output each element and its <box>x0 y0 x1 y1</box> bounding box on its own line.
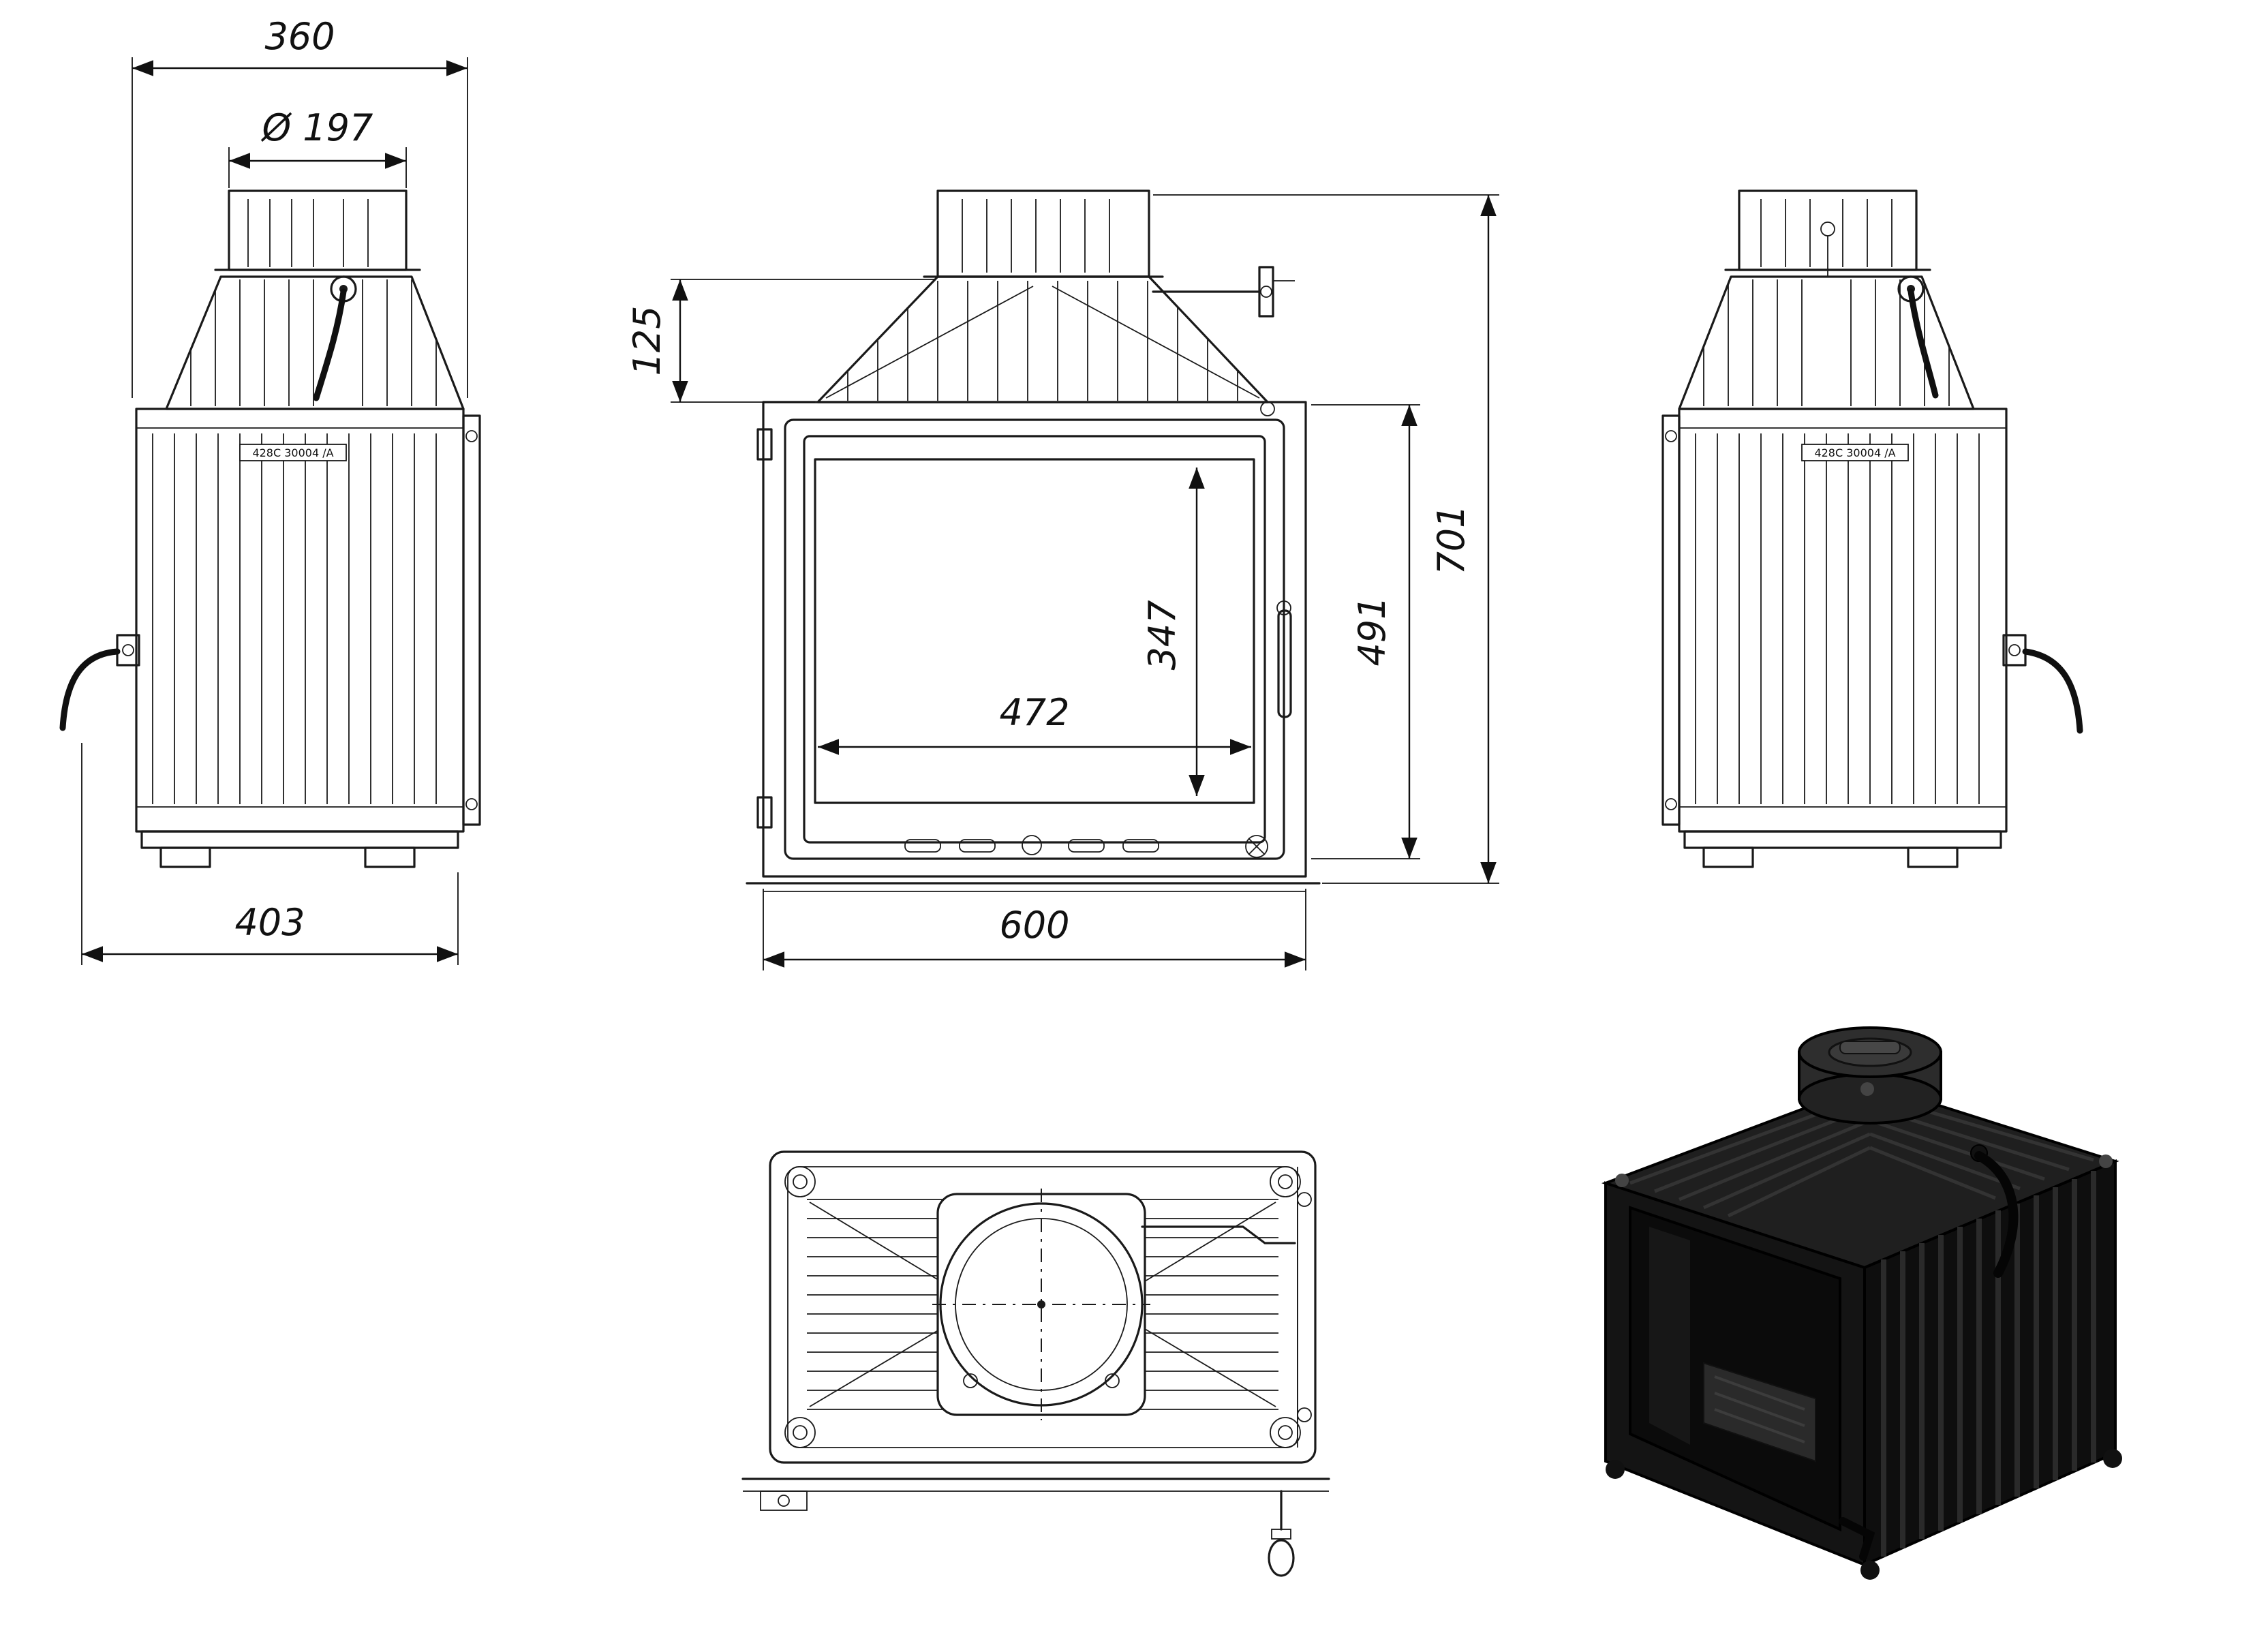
iso-door-handle <box>1839 1517 1875 1561</box>
top-view <box>741 1150 1330 1577</box>
dim-glass-height-label: 347 <box>1141 600 1184 670</box>
door-frame <box>756 401 1307 878</box>
door-handle-left <box>59 634 140 731</box>
damper-lever <box>1897 275 1939 399</box>
base <box>1683 830 2002 868</box>
hood <box>165 275 465 410</box>
dim-hood-height-label: 125 <box>626 305 669 376</box>
diagonal-braces <box>809 1202 1276 1407</box>
dim-flue-diameter: Ø 197 <box>228 106 407 188</box>
dim-total-height: 701 <box>1153 194 1499 884</box>
iso-grate <box>1703 1362 1816 1463</box>
door-latch-handle <box>1276 600 1292 718</box>
dim-hood-height: 125 <box>626 279 935 403</box>
dim-glass-height: 347 <box>1141 468 1205 796</box>
side-view-left: 428C 30004 /A 360 Ø 197 <box>59 15 481 965</box>
body-fins <box>1695 433 1980 804</box>
dim-glass-width-label: 472 <box>999 691 1069 734</box>
corner-bolts <box>784 1166 1301 1448</box>
body-fins <box>152 433 437 804</box>
rating-plate-label-right: 428C 30004 /A <box>1814 446 1895 459</box>
iso-details <box>1606 1082 2122 1580</box>
damper-lever <box>313 275 357 401</box>
flue-collar <box>923 189 1164 278</box>
flue-flange <box>932 1189 1150 1420</box>
rating-plate-label-left: 428C 30004 /A <box>252 446 333 459</box>
dim-body-height-label: 491 <box>1351 596 1394 666</box>
dim-side-depth-label: 403 <box>234 901 305 944</box>
front-view: 125 347 472 491 701 <box>626 189 1499 970</box>
hood <box>1678 275 1975 410</box>
side-bracket <box>1297 1167 1312 1448</box>
hinge-top <box>756 428 773 461</box>
door-handle-right <box>2002 634 2083 734</box>
base <box>140 830 459 868</box>
damper-rod-top <box>1141 1225 1296 1244</box>
damper-rod <box>1152 266 1295 318</box>
hinge-bottom <box>756 796 773 829</box>
dim-glass-width: 472 <box>818 691 1251 755</box>
iso-damper-handle <box>1970 1144 2019 1278</box>
dim-front-width: 600 <box>763 889 1306 970</box>
pull-knob <box>1268 1490 1295 1577</box>
dim-front-width-label: 600 <box>999 904 1069 947</box>
dim-total-height-label: 701 <box>1430 504 1473 575</box>
glass-pane <box>814 458 1255 804</box>
dim-top-width: 360 <box>132 15 468 398</box>
body: 428C 30004 /A <box>1661 408 2008 833</box>
flue-stub <box>1724 189 1931 277</box>
iso-side-fins <box>1881 1171 2096 1557</box>
air-vents <box>904 835 1268 858</box>
base-plate <box>746 882 1321 892</box>
body: 428C 30004 /A <box>135 408 481 833</box>
isometric-view <box>1601 1026 2122 1580</box>
dim-flue-diameter-label: Ø 197 <box>261 106 373 149</box>
hood <box>816 275 1275 416</box>
iso-glass-reflection <box>1649 1227 1690 1445</box>
side-view-right: 428C 30004 /A <box>1661 189 2083 868</box>
dim-body-height: 491 <box>1311 404 1420 859</box>
dim-top-width-label: 360 <box>264 15 335 58</box>
iso-flue <box>1798 1026 1942 1125</box>
front-plate <box>741 1478 1330 1577</box>
dim-side-depth: 403 <box>81 743 459 965</box>
flue-stub <box>214 189 421 271</box>
screw-icon <box>1245 835 1268 858</box>
